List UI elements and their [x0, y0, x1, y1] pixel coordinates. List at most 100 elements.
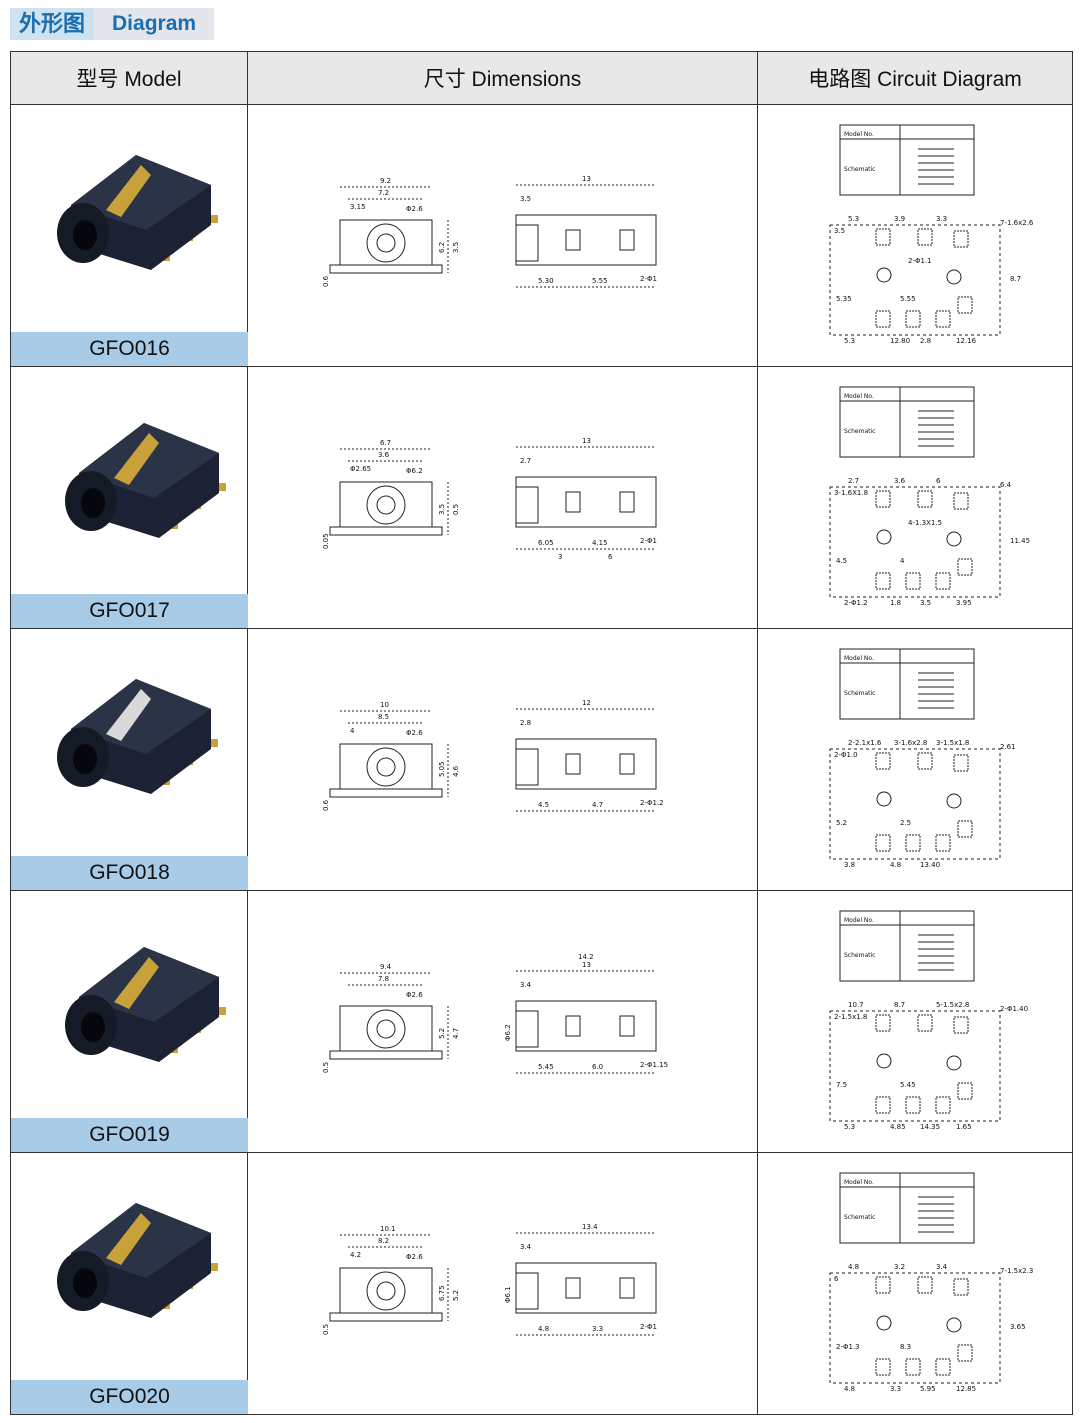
- schematic-label: Schematic: [844, 690, 875, 697]
- model-no-label: Model No.: [844, 393, 874, 400]
- pad-icon: [953, 1016, 969, 1034]
- label-length-total: 14.2: [578, 953, 594, 961]
- label-pitch-1: 5.30: [538, 277, 554, 285]
- schematic-label: Schematic: [844, 428, 875, 435]
- label-left-offset: 3.15: [350, 203, 366, 211]
- label-step: 2.7: [520, 457, 531, 465]
- footprint-outline: [829, 1010, 1001, 1122]
- mount-hole-icon: [876, 1315, 892, 1331]
- side-view-outline: [515, 1000, 657, 1052]
- label-f: 4: [900, 557, 905, 565]
- schematic-label: Schematic: [844, 166, 875, 173]
- label-inner-width: 7.2: [378, 189, 389, 197]
- label-b: 3.9: [894, 215, 905, 223]
- label-length: 13.4: [582, 1223, 598, 1231]
- model-cell: GFO020: [10, 1152, 248, 1415]
- label-pitch-3: 3: [558, 553, 562, 561]
- label-height-1: 3.5: [438, 504, 446, 515]
- front-view-base: [329, 526, 443, 536]
- connector-photo: [57, 1203, 218, 1318]
- pad-icon: [935, 572, 951, 590]
- label-e: 4.5: [836, 557, 847, 565]
- label-f: 5.45: [900, 1081, 916, 1089]
- pad-icon: [917, 1276, 933, 1294]
- schematic-box: [839, 910, 975, 982]
- pad-icon: [875, 572, 891, 590]
- pad-icon: [875, 1096, 891, 1114]
- pad-icon: [935, 310, 951, 328]
- label-height-2: 0.5: [452, 504, 460, 515]
- pad-icon: [905, 1358, 921, 1376]
- label-hole: Φ2.6: [406, 205, 423, 213]
- label-pitch-1: 4.8: [538, 1325, 549, 1333]
- pad-icon: [935, 834, 951, 852]
- label-k: 4-1.3X1.5: [908, 519, 942, 527]
- barrel-hole-icon: [73, 744, 97, 774]
- mount-hole-icon: [876, 1053, 892, 1069]
- label-e: 5.35: [836, 295, 852, 303]
- label-pitch-2: 3.3: [592, 1325, 603, 1333]
- schematic-box: [839, 1172, 975, 1244]
- label-pad: 2-Φ1.2: [844, 599, 868, 607]
- label-d: 2-1.5x1.8: [834, 1013, 867, 1021]
- hole-circle: [376, 495, 396, 515]
- label-pins: 2-Φ1: [640, 1323, 657, 1331]
- label-pitch-2: 4.15: [592, 539, 608, 547]
- barrel-circle: [366, 1009, 406, 1049]
- label-hole: Φ2.6: [406, 729, 423, 737]
- pad-icon: [875, 310, 891, 328]
- hole-circle: [376, 1019, 396, 1039]
- label-left-offset: 4: [350, 727, 355, 735]
- section-title-bar: 外形图 Diagram: [10, 8, 214, 40]
- model-no-label: Model No.: [844, 917, 874, 924]
- contact-icon: [106, 689, 151, 741]
- side-view-outline: [515, 738, 657, 790]
- label-d: 6: [834, 1275, 839, 1283]
- label-b: 3.2: [894, 1263, 905, 1271]
- label-pad: 2-Φ1.1: [908, 257, 932, 265]
- header-circuit: 电路图 Circuit Diagram: [757, 51, 1073, 105]
- side-view-window: [565, 491, 581, 513]
- label-e: 5.2: [836, 819, 847, 827]
- label-base: 0.6: [322, 275, 330, 287]
- side-view-front: [515, 1010, 539, 1048]
- pad-icon: [957, 558, 973, 576]
- pad-icon: [953, 1278, 969, 1296]
- label-e: 8.3: [900, 1343, 911, 1351]
- label-hole: 7-1.5x2.3: [1000, 1267, 1033, 1275]
- front-view-outline: [339, 743, 433, 790]
- pad-icon: [957, 1344, 973, 1362]
- pad-icon: [875, 228, 891, 246]
- side-view-window: [619, 491, 635, 513]
- label-a: 2.7: [848, 477, 859, 485]
- label-hole: 3-1.6X1.8: [834, 489, 868, 497]
- side-view-window: [619, 1015, 635, 1037]
- label-j: 3.65: [1010, 1323, 1026, 1331]
- label-pins: 2-Φ1: [640, 275, 657, 283]
- jack-top-icon: [79, 423, 219, 498]
- model-cell: GFO016: [10, 104, 248, 367]
- model-label: GFO019: [11, 1118, 248, 1152]
- model-cell: GFO017: [10, 366, 248, 629]
- label-e: 7.5: [836, 1081, 847, 1089]
- label-length: 13: [582, 175, 591, 183]
- mount-hole-icon: [876, 791, 892, 807]
- label-pitch-2: 5.55: [592, 277, 608, 285]
- label-front-width: 9.2: [380, 177, 391, 185]
- pad-icon: [935, 1358, 951, 1376]
- pad-icon: [875, 1014, 891, 1032]
- pad-icon: [917, 228, 933, 246]
- label-d: 2.61: [1000, 743, 1016, 751]
- pad-icon: [875, 490, 891, 508]
- spec-table: 型号 Model 尺寸 Dimensions 电路图 Circuit Diagr…: [10, 51, 1073, 1415]
- side-view-outline: [515, 214, 657, 266]
- label-inner-width: 8.5: [378, 713, 389, 721]
- barrel-hole-icon: [81, 488, 105, 518]
- section-title-en: Diagram: [112, 12, 197, 35]
- label-front-width: 10: [380, 701, 389, 709]
